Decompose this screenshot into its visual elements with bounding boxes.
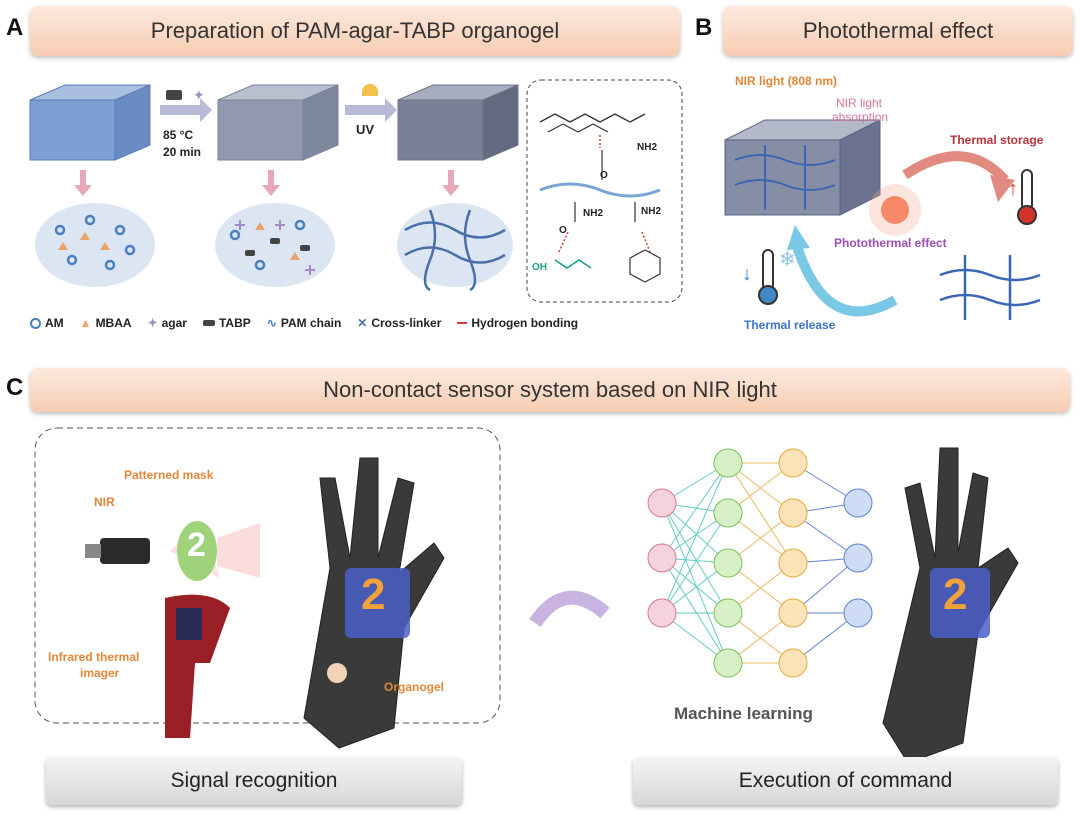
- zoom-circle-2: [215, 203, 335, 287]
- robotic-glove-1: [303, 457, 445, 749]
- glove-digit-1: 2: [361, 570, 386, 619]
- legend-crosslinker: ✕Cross-linker: [357, 316, 442, 330]
- legend-hbond: Hydrogen bonding: [457, 316, 578, 330]
- network-icon: [939, 255, 1041, 320]
- down-arrow-2: [262, 170, 280, 196]
- photothermal-effect-label: Photothermal effect: [834, 236, 947, 250]
- chem-nh2-1: NH2: [637, 142, 658, 153]
- execution-command-label: Execution of command: [633, 757, 1058, 805]
- legend: AM ▲MBAA ✦agar TABP ∿PAM chain ✕Cross-li…: [30, 316, 578, 330]
- chem-nh2-2: NH2: [583, 208, 604, 219]
- tabp-chunk-icon: [166, 90, 182, 100]
- chem-zoom-box: [526, 79, 683, 303]
- dashed-line-icon: [457, 322, 468, 324]
- machine-learning-label: Machine learning: [674, 704, 813, 723]
- panel-b-title: Photothermal effect: [723, 6, 1073, 56]
- mask-digit: 2: [187, 526, 206, 564]
- tabp-icon: [202, 320, 215, 326]
- gel-cube-1: [29, 84, 151, 161]
- gel-cube-3: [397, 84, 519, 161]
- triangle-icon: ▲: [79, 316, 92, 330]
- glove-digit-2: 2: [943, 570, 968, 619]
- signal-dashed-box: [34, 427, 501, 724]
- crosslinker-icon: ✕: [357, 316, 368, 330]
- legend-am: AM: [30, 316, 64, 330]
- legend-mbaa: ▲MBAA: [79, 316, 132, 330]
- down-arrow-3: [442, 170, 460, 196]
- nir-light-label: NIR light (808 nm): [735, 74, 838, 88]
- thermal-release-label: Thermal release: [744, 318, 836, 332]
- thermometer-blue-icon: [758, 249, 778, 305]
- patterned-mask-icon: [177, 521, 217, 581]
- nir-source-icon: [100, 538, 150, 564]
- robotic-glove-2: [882, 447, 1019, 758]
- panel-a-illustration: ✦: [29, 79, 683, 303]
- snowflake-icon: ❄: [779, 249, 796, 271]
- panel-a-title: Preparation of PAM-agar-TABP organogel: [30, 6, 680, 56]
- down-arrow-1: [74, 170, 92, 196]
- release-arc: [790, 238, 898, 317]
- organogel-label: Organogel: [384, 680, 445, 694]
- zoom-circle-1: [35, 203, 155, 287]
- signal-recognition-label: Signal recognition: [46, 757, 462, 805]
- neural-network-diagram: [647, 448, 873, 678]
- chem-o-2: O: [559, 225, 567, 236]
- panel-letter-a: A: [6, 14, 24, 41]
- gel-cube-2: [217, 84, 339, 161]
- panel-b-illustration: ↑ ↓ ❄: [724, 119, 1041, 320]
- wave-icon: ∿: [266, 316, 277, 330]
- curved-arrow-icon: [529, 590, 610, 628]
- svg-text:↑: ↑: [1008, 178, 1018, 200]
- infrared-label-line2: imager: [80, 666, 120, 680]
- arrow-step-2: [345, 98, 397, 122]
- step1-temperature: 85 °C: [163, 128, 194, 142]
- panel-c-title: Non-contact sensor system based on NIR l…: [30, 368, 1070, 412]
- patterned-mask-label: Patterned mask: [124, 468, 214, 482]
- legend-pam: ∿PAM chain: [266, 316, 342, 330]
- infrared-label-line1: Infrared thermal: [48, 650, 140, 664]
- nir-label: NIR: [94, 495, 115, 509]
- legend-agar: ✦agar: [147, 316, 187, 330]
- zoom-circle-3: [397, 203, 513, 287]
- panel-letter-b: B: [695, 14, 713, 41]
- legend-tabp: TABP: [202, 316, 251, 330]
- thermometer-red-icon: [1017, 169, 1037, 225]
- arrow-step-1: [160, 98, 212, 122]
- uv-lamp-icon: [362, 84, 378, 96]
- step2-uv: UV: [356, 122, 375, 137]
- svg-text:✦: ✦: [193, 87, 205, 103]
- chem-nh2-3: NH2: [641, 206, 662, 217]
- heat-spot-icon: [881, 196, 909, 224]
- panel-letter-c: C: [6, 374, 24, 401]
- panel-c-illustration: [34, 427, 1019, 758]
- chem-o-1: O: [600, 170, 608, 181]
- nir-absorption-line1: NIR light: [836, 96, 883, 110]
- circle-icon: [30, 317, 41, 329]
- thermal-storage-label: Thermal storage: [950, 133, 1044, 147]
- cross-icon: ✦: [147, 316, 158, 330]
- chem-oh: OH: [532, 262, 547, 273]
- step1-duration: 20 min: [163, 145, 202, 159]
- storage-arc: [902, 151, 1009, 184]
- nir-absorption-line2: absorption: [832, 110, 889, 124]
- svg-text:↓: ↓: [742, 263, 752, 285]
